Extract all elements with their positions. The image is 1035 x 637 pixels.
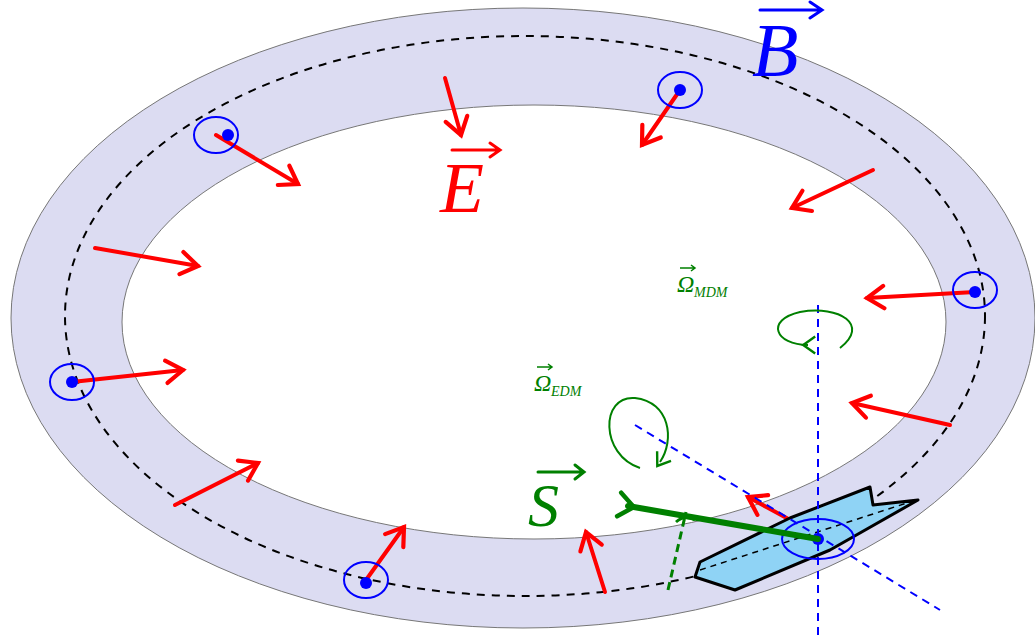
subscript-label: EDM [551, 385, 581, 399]
field-label: E [440, 152, 484, 224]
precession-label: Ω [534, 371, 551, 395]
precession-label: Ω [677, 272, 694, 296]
field-label: B [752, 12, 798, 88]
subscript-label: MDM [694, 286, 727, 300]
vector-label: S [528, 474, 559, 536]
